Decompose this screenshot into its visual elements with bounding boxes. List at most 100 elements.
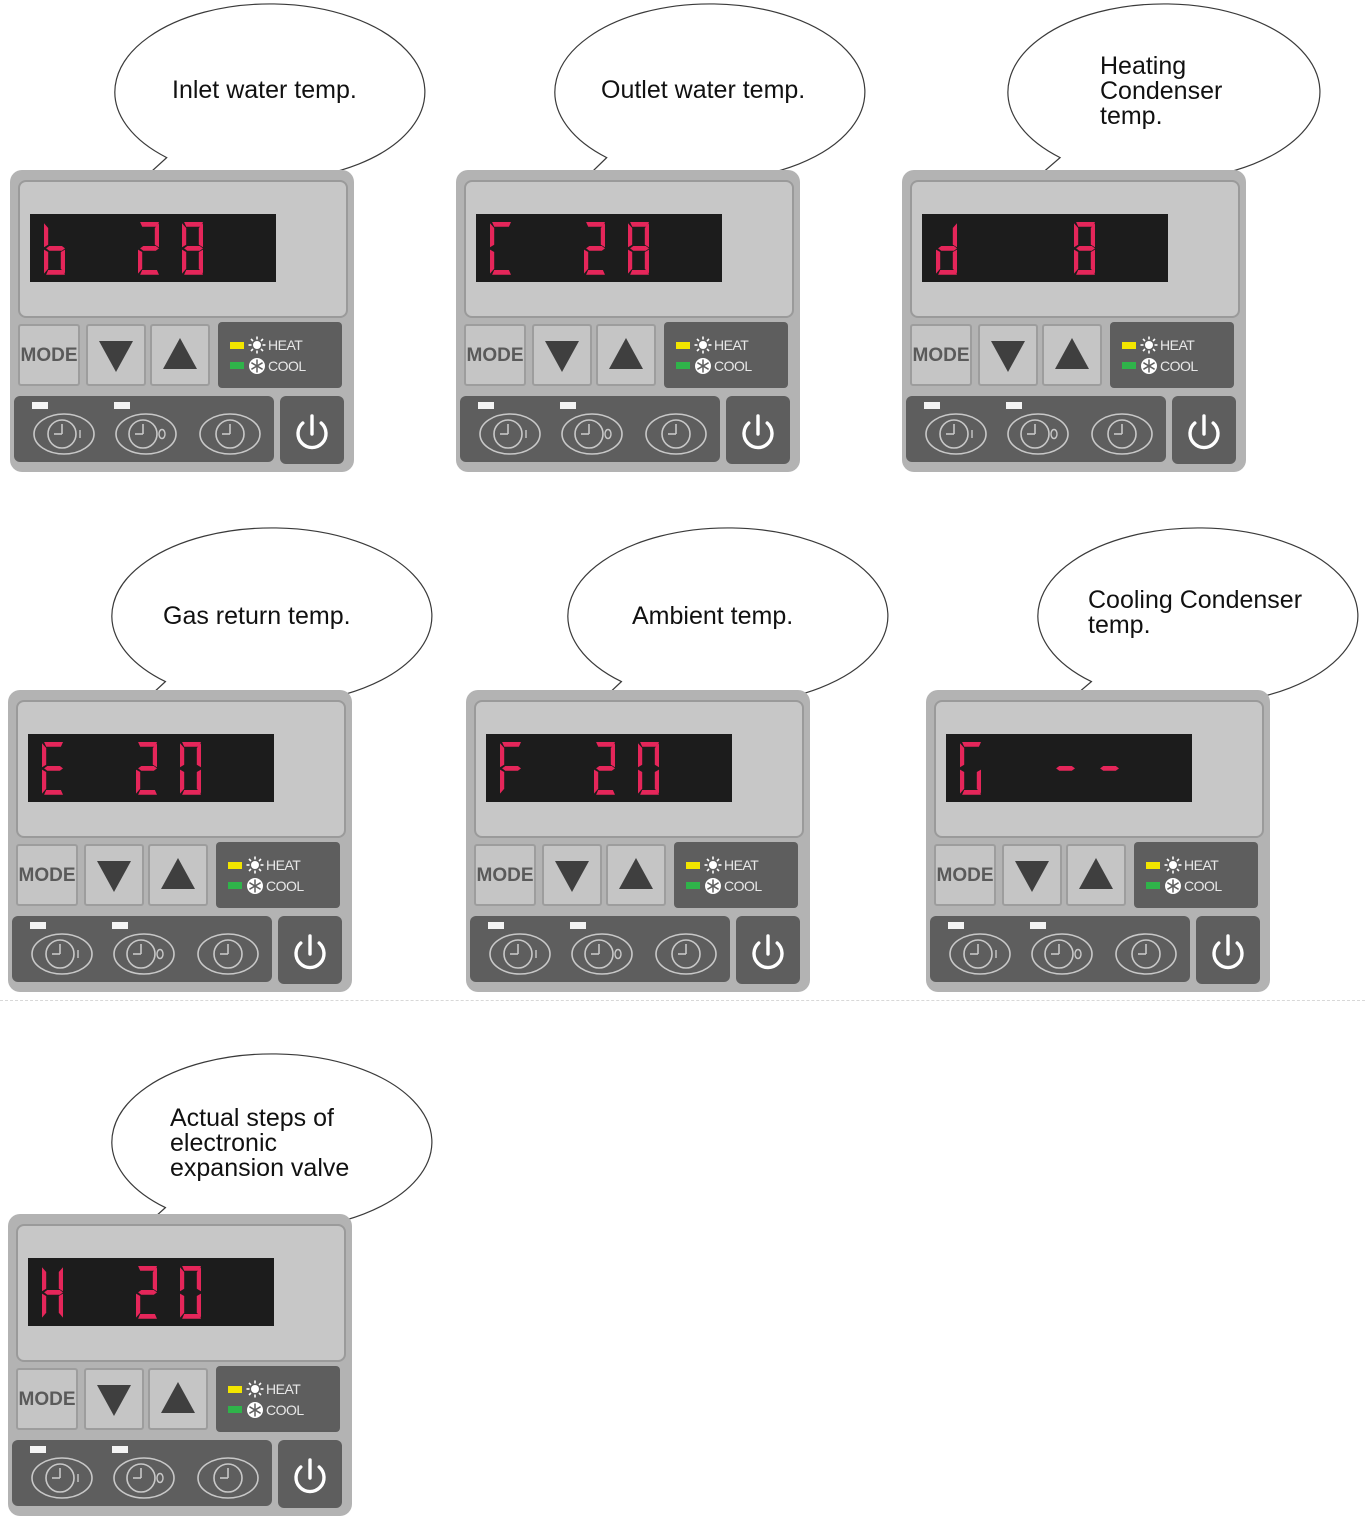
timer-off-button[interactable] <box>114 1458 174 1498</box>
down-arrow-icon <box>544 846 600 904</box>
sun-icon <box>246 856 264 874</box>
clock-icon <box>1092 414 1152 454</box>
power-button[interactable] <box>280 396 344 464</box>
clock-on-icon <box>32 934 92 974</box>
snowflake-icon <box>248 357 266 375</box>
controller-panel: MODE <box>456 170 800 472</box>
heat-label: HEAT <box>268 337 302 353</box>
power-button[interactable] <box>736 916 800 984</box>
mode-indicator: HEAT COOL <box>1134 842 1258 908</box>
up-arrow-icon <box>150 1370 206 1428</box>
parameter-code <box>960 742 981 795</box>
up-button[interactable] <box>1066 844 1126 906</box>
down-button[interactable] <box>84 1368 144 1430</box>
timer-off-button[interactable] <box>1008 414 1068 454</box>
heat-led <box>686 862 700 869</box>
snowflake-icon <box>704 877 722 895</box>
clock-button[interactable] <box>200 414 260 454</box>
controller-panel: MODE <box>926 690 1270 992</box>
clock-off-icon <box>1032 934 1092 974</box>
parameter-code <box>490 222 511 275</box>
timer-on-button[interactable] <box>490 934 550 974</box>
timer-on-button[interactable] <box>32 1458 92 1498</box>
clock-button[interactable] <box>198 1458 258 1498</box>
up-button[interactable] <box>606 844 666 906</box>
down-button[interactable] <box>542 844 602 906</box>
bubble-label: Inlet water temp. <box>172 78 357 103</box>
power-button[interactable] <box>1172 396 1236 464</box>
mode-button[interactable]: MODE <box>474 844 536 906</box>
cool-led <box>676 362 690 369</box>
clock-button[interactable] <box>1092 414 1152 454</box>
cool-label: COOL <box>266 878 304 894</box>
clock-button[interactable] <box>198 934 258 974</box>
parameter-value <box>136 742 201 795</box>
timer-off-button[interactable] <box>114 934 174 974</box>
mode-button[interactable]: MODE <box>16 844 78 906</box>
mode-button[interactable]: MODE <box>464 324 526 386</box>
cool-led <box>228 1406 242 1413</box>
timer-off-button[interactable] <box>1032 934 1092 974</box>
clock-button[interactable] <box>646 414 706 454</box>
clock-on-icon <box>34 414 94 454</box>
clock-icon <box>656 934 716 974</box>
mode-button[interactable]: MODE <box>18 324 80 386</box>
up-button[interactable] <box>1042 324 1102 386</box>
power-button[interactable] <box>726 396 790 464</box>
timer-on-button[interactable] <box>926 414 986 454</box>
heat-label: HEAT <box>714 337 748 353</box>
sun-icon <box>1164 856 1182 874</box>
up-button[interactable] <box>596 324 656 386</box>
parameter-value <box>136 1266 201 1319</box>
controller-panel: MODE <box>902 170 1246 472</box>
mode-indicator: HEAT COOL <box>218 322 342 388</box>
cool-label: COOL <box>1160 358 1198 374</box>
heat-label: HEAT <box>1160 337 1194 353</box>
up-button[interactable] <box>150 324 210 386</box>
controller-diagram-1: Inlet water temp. MODE <box>0 0 440 480</box>
sun-icon <box>1140 336 1158 354</box>
up-button[interactable] <box>148 1368 208 1430</box>
lcd-display <box>30 214 276 282</box>
mode-button[interactable]: MODE <box>16 1368 78 1430</box>
lcd-display <box>476 214 722 282</box>
down-button[interactable] <box>84 844 144 906</box>
power-icon <box>736 916 800 984</box>
mode-button[interactable]: MODE <box>934 844 996 906</box>
timer-off-button[interactable] <box>572 934 632 974</box>
bubble-label: Outlet water temp. <box>601 78 805 103</box>
clock-button[interactable] <box>1116 934 1176 974</box>
timer-on-button[interactable] <box>32 934 92 974</box>
controller-diagram-2: Outlet water temp. MODE <box>446 0 886 480</box>
mode-label: MODE <box>18 1389 76 1411</box>
timer-off-button[interactable] <box>116 414 176 454</box>
power-button[interactable] <box>1196 916 1260 984</box>
clock-button[interactable] <box>656 934 716 974</box>
power-button[interactable] <box>278 916 342 984</box>
cool-label: COOL <box>714 358 752 374</box>
down-button[interactable] <box>978 324 1038 386</box>
mode-indicator: HEAT COOL <box>674 842 798 908</box>
timer-off-button[interactable] <box>562 414 622 454</box>
snowflake-icon <box>246 877 264 895</box>
display-frame <box>464 180 794 318</box>
down-button[interactable] <box>86 324 146 386</box>
timer-on-button[interactable] <box>950 934 1010 974</box>
mode-label: MODE <box>466 345 524 367</box>
mode-button[interactable]: MODE <box>910 324 972 386</box>
timer-on-button[interactable] <box>34 414 94 454</box>
display-frame <box>474 700 804 838</box>
timer-on-button[interactable] <box>480 414 540 454</box>
down-button[interactable] <box>532 324 592 386</box>
mode-label: MODE <box>912 345 970 367</box>
controller-diagram-4: Gas return temp. MODE <box>0 522 440 1002</box>
up-button[interactable] <box>148 844 208 906</box>
timer-controls <box>12 1440 272 1506</box>
power-button[interactable] <box>278 1440 342 1508</box>
down-button[interactable] <box>1002 844 1062 906</box>
timer-controls <box>930 916 1190 982</box>
cool-label: COOL <box>1184 878 1222 894</box>
bubble-label: Gas return temp. <box>163 604 351 629</box>
power-icon <box>726 396 790 464</box>
